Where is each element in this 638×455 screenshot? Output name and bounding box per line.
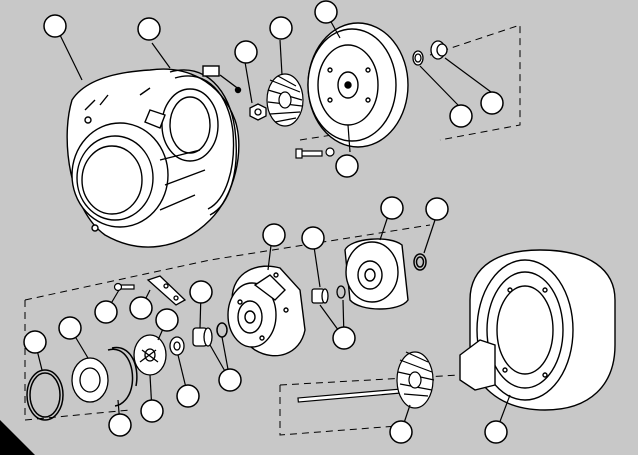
callout-2 <box>137 17 161 41</box>
middle-dashed-boundary <box>24 224 431 301</box>
callout-21 <box>140 399 164 423</box>
v-band-clamp <box>169 65 242 216</box>
heat-shield <box>344 238 409 310</box>
callout-7 <box>449 104 473 128</box>
thrust-collar <box>169 336 185 356</box>
callout-10 <box>425 197 449 221</box>
backplate <box>307 22 409 148</box>
callout-1 <box>43 14 67 38</box>
bearing-housing <box>227 265 306 357</box>
callout-20 <box>108 413 132 437</box>
callout-12 <box>301 226 325 250</box>
callout-9 <box>380 196 404 220</box>
callout-23 <box>218 368 242 392</box>
corner-marker <box>0 420 35 455</box>
compressor-wheel <box>266 73 304 127</box>
thrust-ring <box>413 253 427 271</box>
callout-22 <box>176 384 200 408</box>
retaining-ring <box>412 50 424 66</box>
callout-19 <box>155 308 179 332</box>
thrust-washer <box>71 357 109 403</box>
turbine-housing <box>459 249 616 411</box>
compressor-housing <box>66 68 240 248</box>
callout-16 <box>129 296 153 320</box>
callout-4 <box>269 16 293 40</box>
callout-24 <box>389 420 413 444</box>
small-screw <box>113 282 135 292</box>
callout-18 <box>58 316 82 340</box>
callout-11 <box>262 223 286 247</box>
callout-25 <box>484 420 508 444</box>
callout-5 <box>314 0 338 24</box>
lock-nut <box>249 103 267 121</box>
callout-8 <box>480 91 504 115</box>
seal-plug <box>430 40 448 60</box>
callout-13 <box>332 326 356 350</box>
upper-dashed-boundary <box>429 24 521 141</box>
callout-17 <box>23 330 47 354</box>
shaft-dashed-boundary <box>279 385 411 436</box>
callout-15 <box>94 300 118 324</box>
callouts <box>23 0 508 444</box>
bolt <box>295 147 335 159</box>
retainer <box>107 346 138 407</box>
piston-rings <box>311 285 346 304</box>
oil-deflector <box>133 334 167 376</box>
callout-14 <box>189 280 213 304</box>
snap-ring <box>26 369 64 421</box>
callout-3 <box>234 40 258 64</box>
bearing <box>192 327 213 347</box>
callout-6 <box>335 154 359 178</box>
insert <box>146 275 187 306</box>
turbine-shaft-wheel <box>297 351 435 409</box>
